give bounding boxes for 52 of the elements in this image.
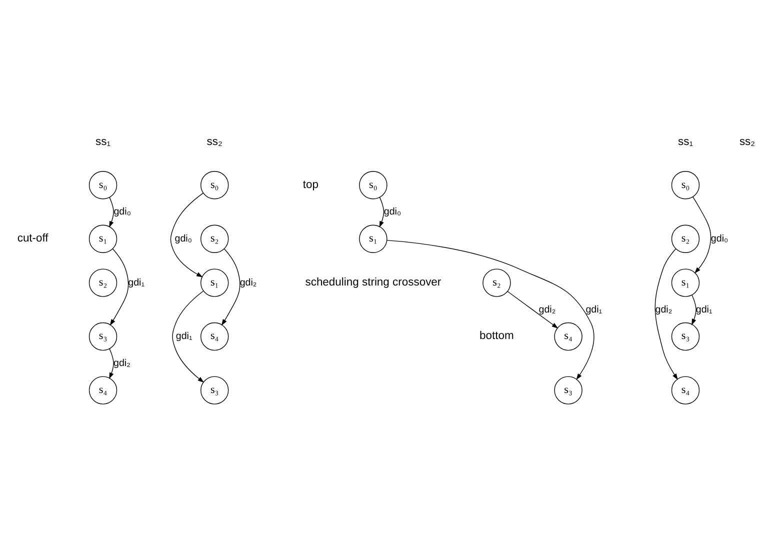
node-circle: s₁ xyxy=(200,268,229,296)
arrow xyxy=(110,248,129,326)
edge-label: gdi₁ xyxy=(586,304,602,315)
label: cut-off xyxy=(17,232,48,244)
label: bottom xyxy=(480,330,514,342)
node-circle: s₀ xyxy=(671,170,700,199)
arrow xyxy=(109,348,114,378)
label: ss₁ xyxy=(678,136,693,148)
node-circle: s₀ xyxy=(200,170,229,199)
arrow xyxy=(170,192,204,277)
node-circle: s₄ xyxy=(671,376,700,404)
label: ss₂ xyxy=(739,136,756,148)
edge-label: gdi₁ xyxy=(176,330,192,342)
edge-label: gdi₂ xyxy=(655,304,672,315)
node-circle: s₂ xyxy=(88,268,118,296)
label: ss₂ xyxy=(206,136,222,148)
edge-label: gdi₀ xyxy=(174,232,192,244)
node-circle: s₄ xyxy=(88,376,118,404)
arrow xyxy=(654,248,678,380)
label: top xyxy=(302,178,319,190)
arrow xyxy=(109,196,114,228)
node-circle: s₃ xyxy=(200,376,229,404)
arrow xyxy=(172,290,204,382)
edge-label: gdi₀ xyxy=(710,232,728,244)
node-circle: s₀ xyxy=(88,170,118,199)
arrow xyxy=(386,239,594,380)
node-circle: s₂ xyxy=(482,268,511,296)
arrow xyxy=(221,248,240,326)
node-circle: s₂ xyxy=(671,224,700,252)
node-circle: s₃ xyxy=(671,322,700,350)
node-circle: s₁ xyxy=(671,268,700,296)
arrow xyxy=(507,290,558,328)
edge-label: gdi₂ xyxy=(240,276,257,288)
node-circle: s₄ xyxy=(554,322,582,350)
node-circle: s₁ xyxy=(88,224,118,252)
node-circle: s₂ xyxy=(200,224,229,252)
node-circle: s₃ xyxy=(554,376,582,404)
node-circle: s₄ xyxy=(200,322,229,350)
edge-label: gdi₂ xyxy=(538,304,556,315)
node-circle: s₀ xyxy=(359,170,388,199)
edge-label: gdi₁ xyxy=(128,276,145,288)
edge-label: gdi₂ xyxy=(114,358,130,369)
node-circle: s₃ xyxy=(88,322,118,350)
edge-label: gdi₀ xyxy=(114,206,131,218)
arrow xyxy=(692,196,712,274)
edge-label: gdi₀ xyxy=(384,206,402,218)
arrow xyxy=(379,196,384,228)
arrow xyxy=(692,294,696,325)
edge-label: gdi₁ xyxy=(696,304,712,315)
label: scheduling string crossover xyxy=(305,276,442,288)
node-circle: s₁ xyxy=(359,224,388,252)
label: ss₁ xyxy=(96,136,111,148)
